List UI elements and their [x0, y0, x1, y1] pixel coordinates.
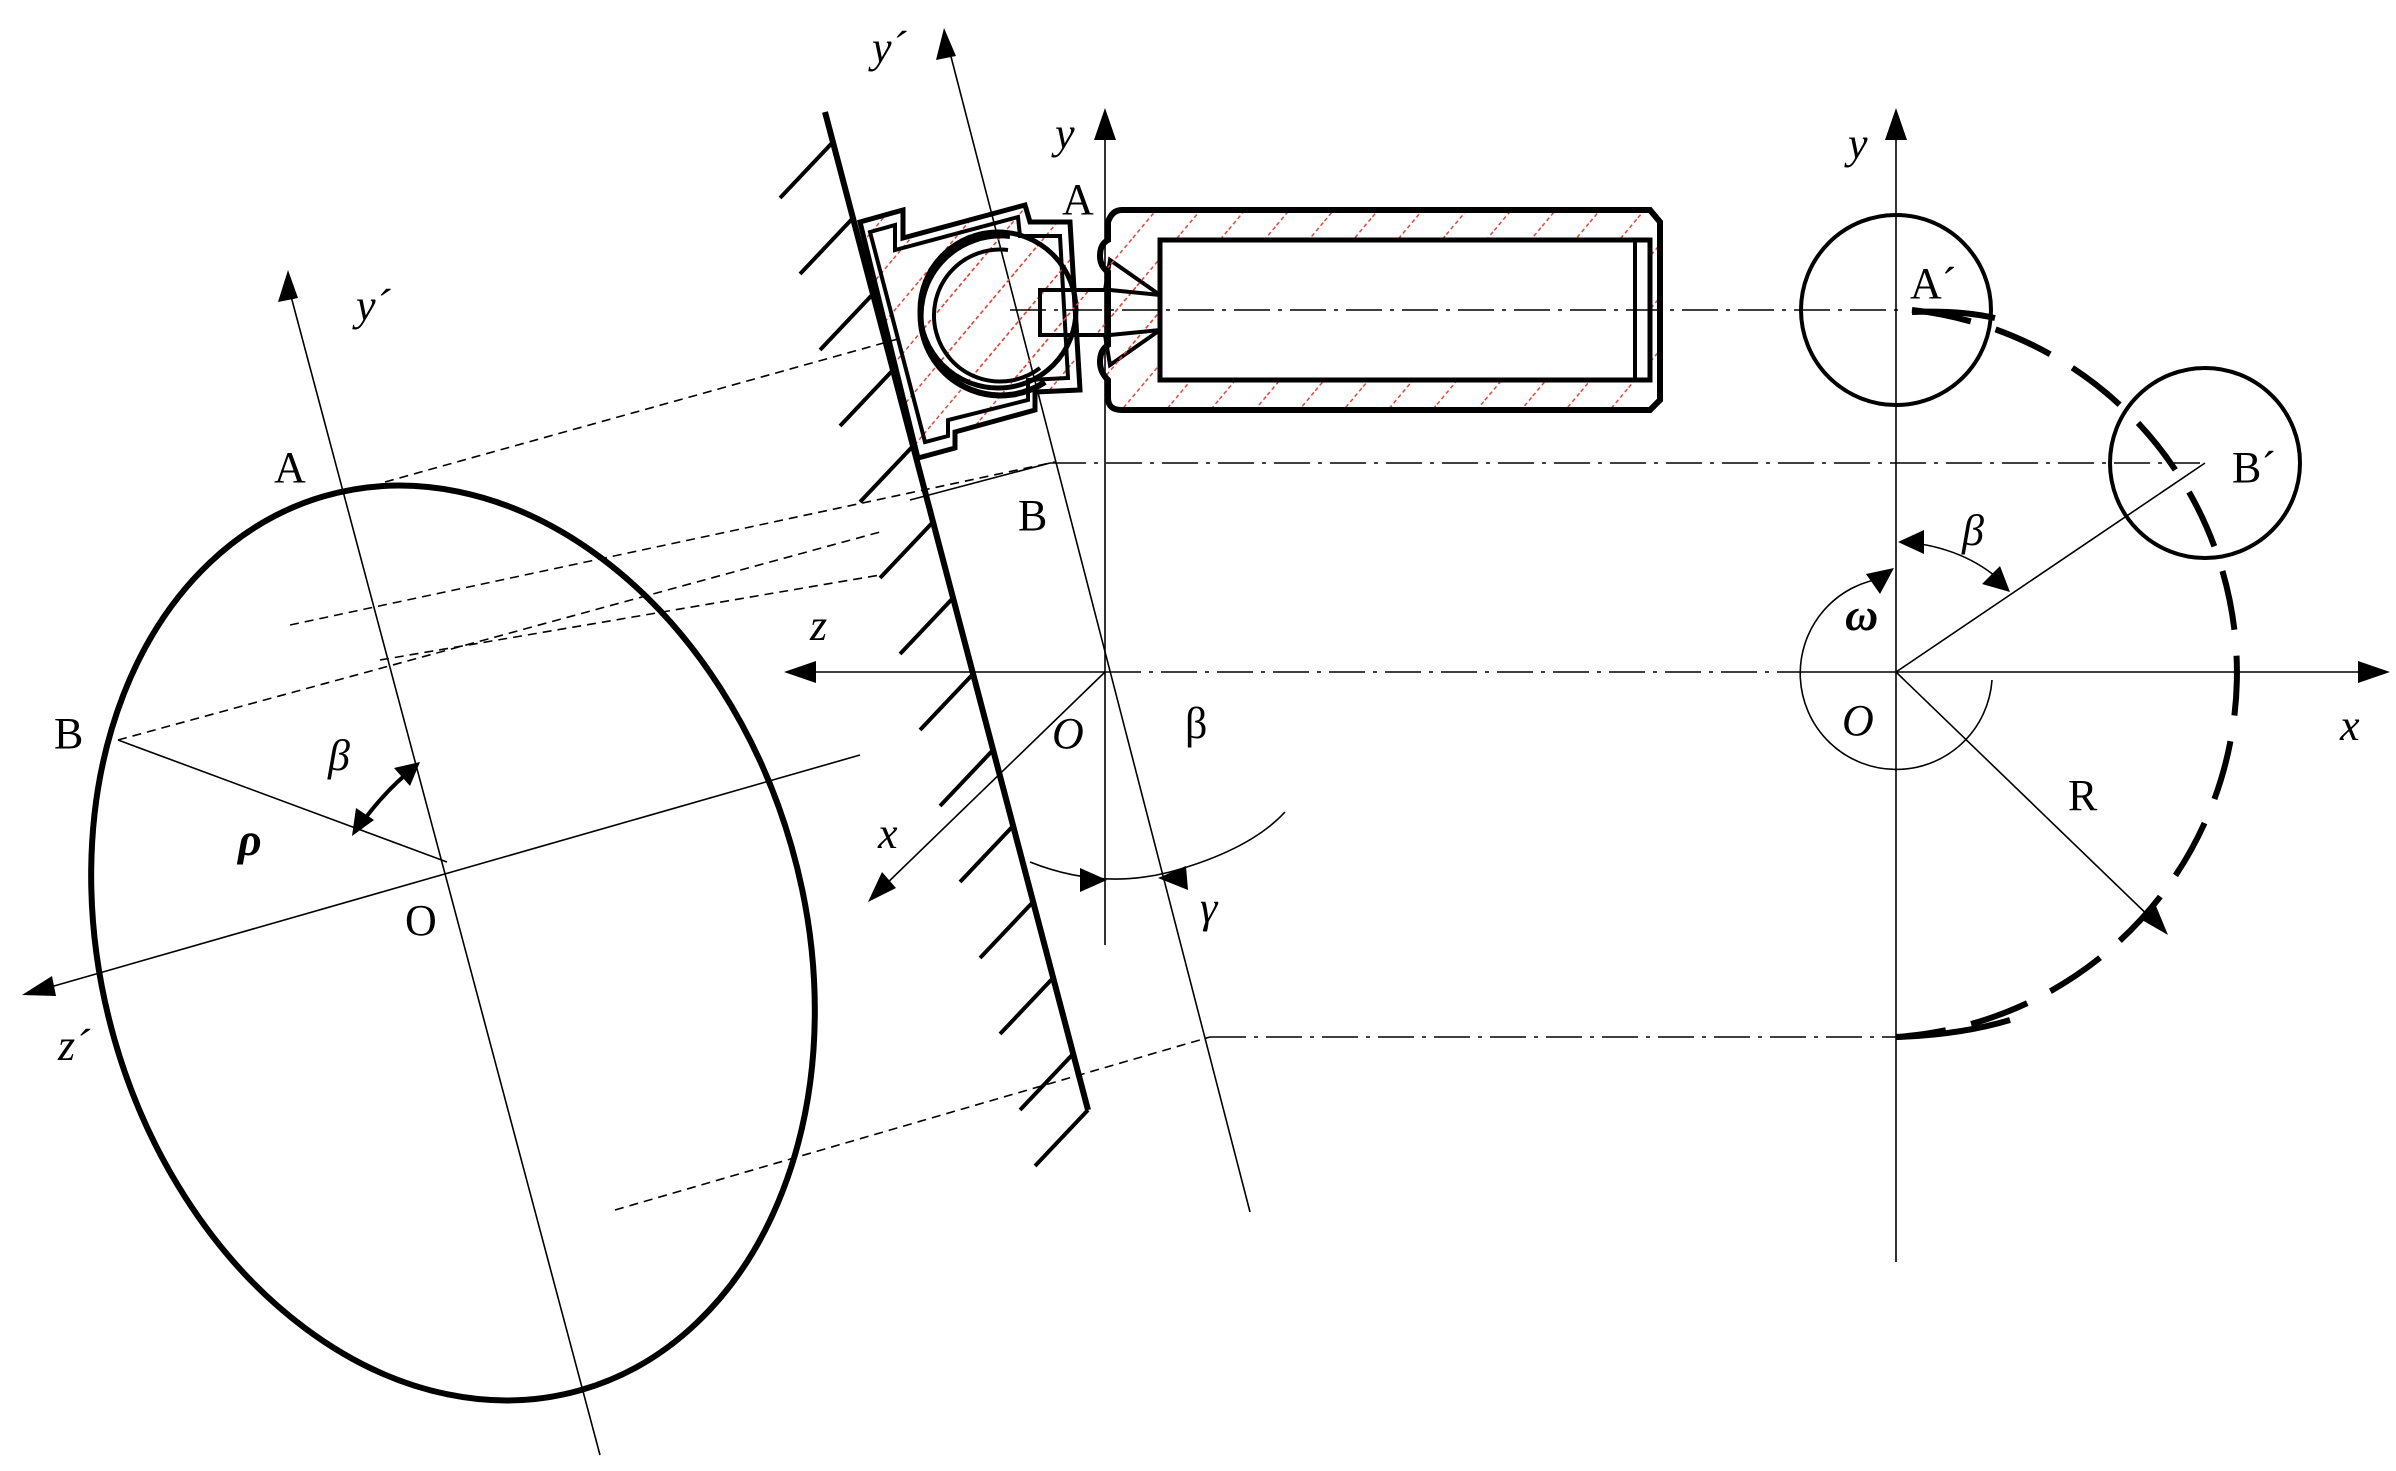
left-label-z-prime: z´ [57, 1021, 91, 1070]
right-y-arrow-icon [1885, 108, 1907, 140]
trajectory-arc [1895, 307, 2240, 1040]
left-label-O: O [405, 896, 437, 945]
right-label-omega: ω [1845, 589, 1878, 640]
middle-view: y´ y z x A B O β γ [778, 23, 2200, 1213]
right-label-B-prime: B´ [2232, 443, 2276, 492]
inclined-wall [822, 111, 1091, 1111]
middle-gamma-arc [1029, 811, 1286, 880]
middle-label-gamma: γ [1200, 883, 1219, 932]
left-z-prime-axis [39, 754, 861, 991]
middle-y-arrow-icon [1094, 108, 1116, 140]
trajectory-end-segment [1895, 1017, 2011, 1040]
right-radius-to-B-prime [1895, 462, 2206, 673]
right-label-beta: β [1961, 506, 1984, 555]
left-z-prime-arrow-icon [22, 976, 56, 996]
middle-label-B: B [1018, 491, 1047, 540]
left-label-y-prime: y´ [352, 281, 392, 330]
right-label-R: R [2068, 771, 2098, 820]
middle-y-prime-arrow-icon [936, 28, 956, 60]
left-disc-ellipse [88, 482, 818, 1404]
middle-label-beta: β [1185, 699, 1207, 748]
left-radius-line [117, 739, 448, 863]
right-view: y x O A´ B´ β ω R [1799, 108, 2390, 1262]
left-y-prime-arrow-icon [278, 270, 298, 302]
ball-socket-cup-inner [931, 247, 1042, 384]
right-label-O: O [1842, 696, 1874, 745]
housing-inner-outline [867, 214, 1071, 445]
left-label-B: B [54, 709, 83, 758]
wall-hatch-marks [778, 140, 1090, 1168]
middle-gamma-arrow-icon-2 [1158, 866, 1188, 890]
middle-z-arrow-icon [784, 661, 816, 683]
circle-A-prime [1799, 213, 1993, 407]
right-omega-arc [1799, 577, 1993, 771]
middle-label-x: x [877, 809, 898, 858]
right-label-y: y [1844, 119, 1868, 168]
right-label-A-prime: A´ [1910, 259, 1956, 308]
middle-label-y-prime: y´ [868, 23, 908, 72]
rod-neck-taper [1109, 288, 1161, 337]
middle-x-axis [879, 671, 1106, 891]
left-label-rho: ρ [236, 814, 262, 865]
left-projection-line-2 [289, 461, 1056, 626]
middle-label-y: y [1051, 109, 1075, 158]
left-beta-arrow-icon-2 [394, 762, 420, 786]
right-omega-arrow-icon [1866, 568, 1894, 594]
left-label-beta: β [327, 731, 350, 780]
link-line-B-corner [909, 462, 1051, 501]
ball-socket-cup [917, 232, 1047, 399]
right-R-arrow-icon [2142, 906, 2168, 935]
circle-B-prime [2108, 366, 2302, 560]
left-beta-arrow-icon-1 [352, 808, 374, 836]
right-beta-arrow-icon-1 [1898, 530, 1924, 554]
right-radius-R [1895, 671, 2159, 926]
right-label-x: x [2339, 701, 2360, 750]
middle-label-z: z [809, 601, 827, 650]
left-projection-line-bottom [614, 1036, 1211, 1211]
right-x-arrow-icon [2358, 661, 2390, 683]
middle-label-A: A [1062, 175, 1094, 224]
trajectory-start-segment [1911, 308, 1996, 321]
left-projection-line-B [117, 531, 881, 741]
middle-label-O: O [1052, 709, 1084, 758]
left-projection-line-3 [379, 574, 881, 661]
left-y-prime-axis [287, 284, 601, 1456]
middle-gamma-arrow-icon-1 [1080, 868, 1107, 892]
left-projection-line-A [384, 336, 906, 483]
left-view: y´ z´ A B O β ρ [22, 270, 1211, 1456]
ball-socket-housing [856, 201, 1083, 462]
left-label-A: A [274, 443, 306, 492]
middle-x-arrow-icon [868, 872, 896, 902]
right-beta-arrow-icon-2 [1982, 566, 2010, 592]
